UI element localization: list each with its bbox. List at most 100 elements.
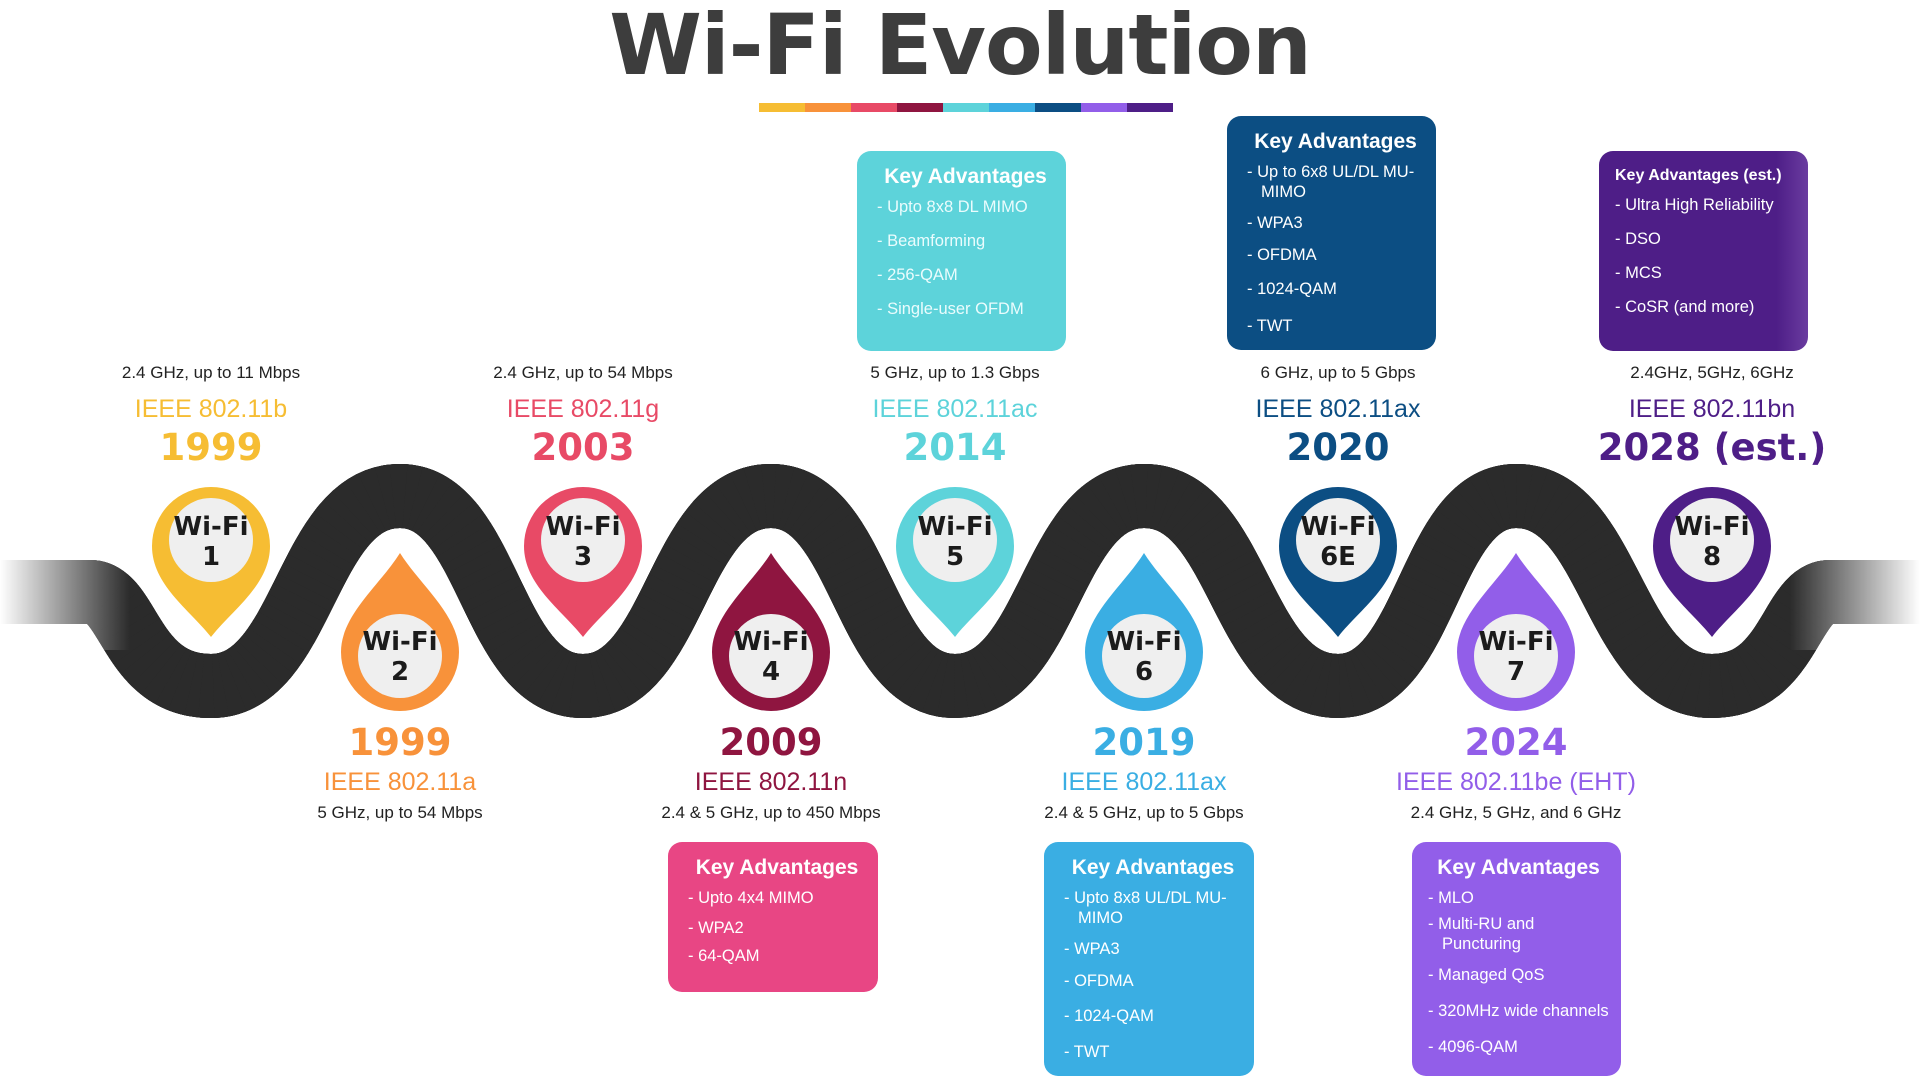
standard-text: IEEE 802.11ac	[872, 395, 1038, 423]
advantages-title: Key Advantages	[884, 165, 1047, 188]
advantages-list: - Up to 6x8 UL/DL MU-MIMO - WPA3 - OFDMA…	[1247, 162, 1424, 336]
generation-info-wifi8: 2.4GHz, 5GHz, 6GHz IEEE 802.11bn 2028 (e…	[1552, 363, 1872, 469]
standard-text: IEEE 802.11b	[134, 395, 288, 423]
color-bar-segment	[1081, 103, 1127, 112]
advantages-title: Key Advantages (est.)	[1615, 167, 1782, 184]
advantages-box-wifi7: Key Advantages - MLO - Multi-RU and Punc…	[1412, 842, 1621, 1076]
pin-number: 2	[390, 657, 410, 687]
color-bar-segment	[943, 103, 989, 112]
advantage-item: - 1024-QAM	[1247, 280, 1337, 298]
generation-info-wifi3: 2.4 GHz, up to 54 Mbps IEEE 802.11g 2003	[423, 363, 743, 469]
standard-text: IEEE 802.11bn	[1628, 395, 1796, 423]
year-text: 2024	[1464, 721, 1568, 764]
advantage-item: - Up to 6x8 UL/DL MU-MIMO	[1247, 163, 1415, 201]
pin-number: 1	[201, 542, 221, 572]
advantages-list: - Upto 4x4 MIMO - WPA2 - 64-QAM	[688, 888, 866, 966]
advantages-box-wifi5: Key Advantages - Upto 8x8 DL MIMO - Beam…	[857, 151, 1066, 351]
advantage-item: - Single-user OFDM	[877, 300, 1024, 318]
advantage-item: - DSO	[1615, 230, 1661, 248]
spec-text: 2.4 GHz, up to 11 Mbps	[121, 363, 301, 382]
advantage-item: - WPA2	[688, 919, 744, 937]
generation-info-wifi7: 2024 IEEE 802.11be (EHT) 2.4 GHz, 5 GHz,…	[1356, 721, 1676, 823]
year-text: 2020	[1286, 426, 1390, 469]
year-text: 2003	[531, 426, 635, 469]
color-bar-segment	[989, 103, 1035, 112]
generation-info-wifi6e: 6 GHz, up to 5 Gbps IEEE 802.11ax 2020	[1178, 363, 1498, 469]
advantage-item: - 4096-QAM	[1428, 1038, 1518, 1056]
map-pin-icon	[151, 486, 271, 637]
pin-label: Wi-Fi	[173, 512, 249, 542]
advantage-item: - TWT	[1064, 1043, 1110, 1061]
advantage-item: - TWT	[1247, 317, 1293, 335]
pin-label: Wi-Fi	[1478, 627, 1554, 657]
spec-text: 5 GHz, up to 1.3 Gbps	[870, 363, 1040, 382]
pin-number: 5	[945, 542, 965, 572]
map-pin-icon	[896, 487, 1014, 637]
pin-label: Wi-Fi	[733, 627, 809, 657]
pin-number: 4	[761, 657, 781, 687]
advantage-item: - MLO	[1428, 889, 1474, 907]
standard-text: IEEE 802.11be (EHT)	[1396, 768, 1636, 796]
pin-label: Wi-Fi	[917, 512, 993, 542]
spec-text: 2.4 & 5 GHz, up to 5 Gbps	[1044, 803, 1244, 822]
year-text: 1999	[159, 426, 263, 469]
advantages-list: - Upto 8x8 DL MIMO - Beamforming - 256-Q…	[877, 197, 1054, 319]
pin-label: Wi-Fi	[1106, 627, 1182, 657]
advantage-item: - Upto 8x8 DL MIMO	[877, 198, 1028, 216]
spec-text: 2.4 GHz, 5 GHz, and 6 GHz	[1410, 803, 1622, 822]
standard-text: IEEE 802.11n	[694, 768, 848, 796]
spec-text: 5 GHz, up to 54 Mbps	[317, 803, 483, 822]
advantage-item: - OFDMA	[1247, 246, 1317, 264]
pin-label: Wi-Fi	[362, 627, 438, 657]
advantages-title: Key Advantages	[1071, 856, 1235, 879]
advantages-list: - Upto 8x8 UL/DL MU-MIMO - WPA3 - OFDMA …	[1064, 888, 1242, 1062]
color-bar-segment	[1127, 103, 1173, 112]
advantages-box-wifi6e: Key Advantages - Up to 6x8 UL/DL MU-MIMO…	[1227, 116, 1436, 350]
map-pin-icon	[1279, 487, 1397, 637]
standard-text: IEEE 802.11ax	[1255, 395, 1421, 423]
year-text: 2028 (est.)	[1597, 426, 1827, 469]
color-bar-segment	[805, 103, 851, 112]
advantages-list: - Ultra High Reliability - DSO - MCS - C…	[1615, 195, 1796, 317]
page-title: Wi-Fi Evolution	[609, 0, 1312, 94]
spec-text: 2.4 & 5 GHz, up to 450 Mbps	[661, 803, 881, 822]
spec-text: 6 GHz, up to 5 Gbps	[1260, 363, 1416, 382]
year-text: 1999	[348, 721, 452, 764]
advantage-item: - 64-QAM	[688, 947, 760, 965]
generation-info-wifi5: 5 GHz, up to 1.3 Gbps IEEE 802.11ac 2014	[795, 363, 1115, 469]
standard-text: IEEE 802.11g	[506, 395, 660, 423]
generation-info-wifi1: 2.4 GHz, up to 11 Mbps IEEE 802.11b 1999	[51, 363, 371, 469]
generation-info-wifi2: 1999 IEEE 802.11a 5 GHz, up to 54 Mbps	[240, 721, 560, 823]
color-bar-segment	[759, 103, 805, 112]
pin-number: 8	[1702, 542, 1722, 572]
pin-number: 7	[1506, 657, 1526, 687]
pin-label: Wi-Fi	[1300, 512, 1376, 542]
spec-text: 2.4 GHz, up to 54 Mbps	[493, 363, 673, 382]
pin-number: 6E	[1320, 542, 1356, 572]
advantage-item: - 1024-QAM	[1064, 1007, 1154, 1025]
standard-text: IEEE 802.11a	[323, 768, 477, 796]
advantage-item: - Multi-RU and Puncturing	[1428, 915, 1535, 953]
pin-number: 3	[573, 542, 593, 572]
spec-text: 2.4GHz, 5GHz, 6GHz	[1630, 363, 1794, 382]
advantages-title: Key Advantages	[1254, 130, 1417, 153]
advantage-item: - WPA3	[1064, 940, 1120, 958]
year-text: 2014	[903, 426, 1007, 469]
advantage-item: - OFDMA	[1064, 972, 1134, 990]
drop-pin-icon	[1457, 553, 1575, 711]
advantage-item: - CoSR (and more)	[1615, 298, 1755, 316]
year-text: 2009	[719, 721, 823, 764]
advantages-list: - MLO - Multi-RU and Puncturing - Manage…	[1428, 888, 1609, 1057]
advantage-item: - Upto 4x4 MIMO	[688, 889, 814, 907]
advantage-item: - Ultra High Reliability	[1615, 196, 1774, 214]
advantage-item: - WPA3	[1247, 214, 1303, 232]
advantages-box-wifi6: Key Advantages - Upto 8x8 UL/DL MU-MIMO …	[1044, 842, 1254, 1076]
advantages-title: Key Advantages	[1437, 856, 1600, 879]
advantage-item: - Upto 8x8 UL/DL MU-MIMO	[1064, 889, 1227, 927]
advantages-title: Key Advantages	[695, 856, 859, 879]
color-bar-segment	[851, 103, 897, 112]
